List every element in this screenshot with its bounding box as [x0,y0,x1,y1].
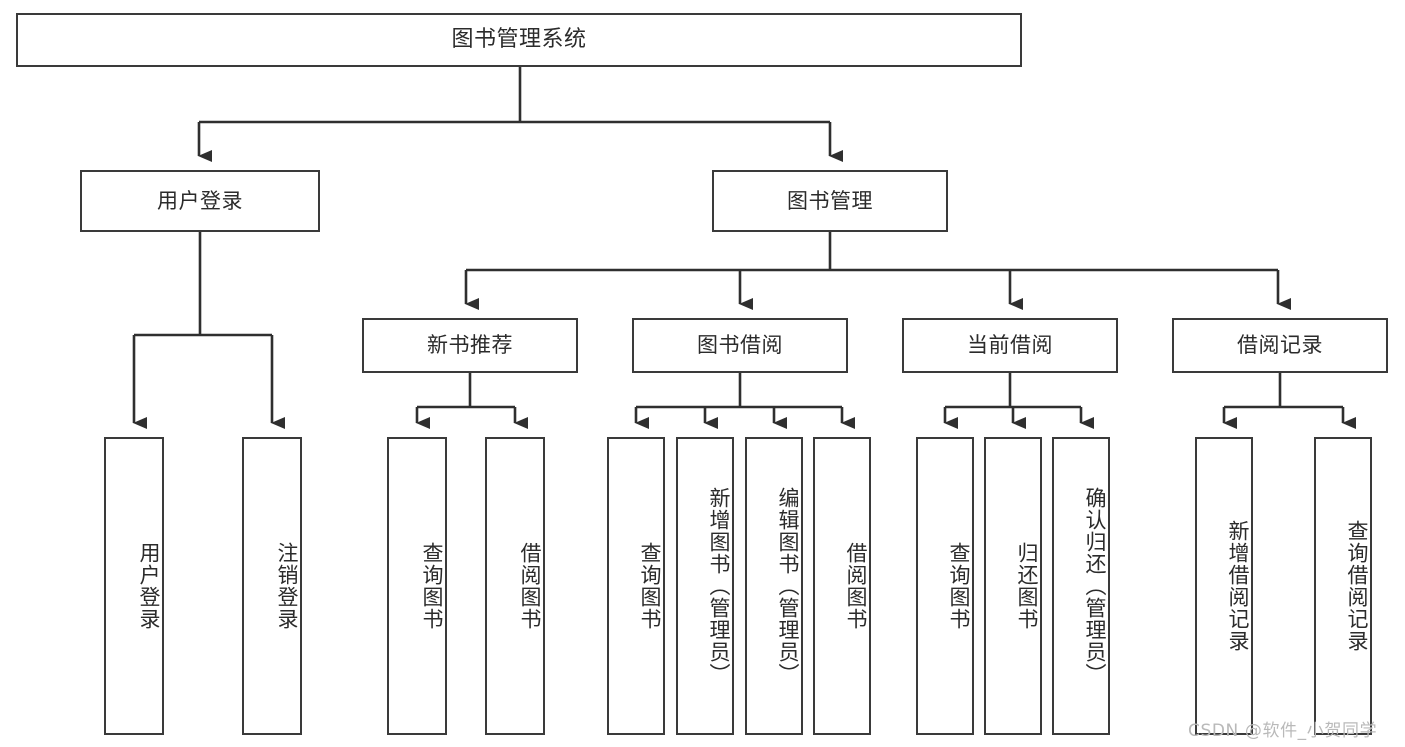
node-leaf-user-login[interactable]: 用户登录 [104,437,164,735]
node-leaf-logout-login-label: 注销登录 [275,542,299,630]
node-leaf-query-borrow-record-label: 查询借阅记录 [1345,520,1369,652]
node-leaf-borrow-book-1[interactable]: 借阅图书 [485,437,545,735]
node-leaf-add-borrow-record-label: 新增借阅记录 [1226,520,1250,652]
node-leaf-edit-book[interactable]: 编辑图书（管理员） [745,437,803,735]
node-current-borrow[interactable]: 当前借阅 [902,318,1118,373]
node-book-manage-label: 图书管理 [787,188,873,213]
node-current-borrow-label: 当前借阅 [967,333,1053,358]
node-leaf-query-book-2-label: 查询图书 [638,542,662,630]
node-leaf-borrow-book-2-label: 借阅图书 [844,542,868,630]
node-new-book-recommend-label: 新书推荐 [427,333,513,358]
node-new-book-recommend[interactable]: 新书推荐 [362,318,578,373]
node-leaf-query-book-1[interactable]: 查询图书 [387,437,447,735]
node-leaf-return-book[interactable]: 归还图书 [984,437,1042,735]
csdn-watermark: CSDN @软件_小贺同学 [1188,721,1378,741]
node-book-manage[interactable]: 图书管理 [712,170,948,232]
node-leaf-confirm-return-label: 确认归还（管理员） [1083,487,1107,685]
node-book-borrow-label: 图书借阅 [697,333,783,358]
node-leaf-query-book-2[interactable]: 查询图书 [607,437,665,735]
node-leaf-add-book[interactable]: 新增图书（管理员） [676,437,734,735]
node-user-login-label: 用户登录 [157,188,243,213]
node-leaf-query-book-3[interactable]: 查询图书 [916,437,974,735]
node-leaf-borrow-book-1-label: 借阅图书 [518,542,542,630]
node-leaf-add-borrow-record[interactable]: 新增借阅记录 [1195,437,1253,735]
node-root-label: 图书管理系统 [451,27,587,53]
node-user-login[interactable]: 用户登录 [80,170,320,232]
node-leaf-logout-login[interactable]: 注销登录 [242,437,302,735]
node-leaf-user-login-label: 用户登录 [137,542,161,630]
node-leaf-borrow-book-2[interactable]: 借阅图书 [813,437,871,735]
node-borrow-records-label: 借阅记录 [1237,333,1323,358]
node-leaf-confirm-return[interactable]: 确认归还（管理员） [1052,437,1110,735]
node-leaf-query-book-1-label: 查询图书 [420,542,444,630]
node-leaf-edit-book-label: 编辑图书（管理员） [776,487,800,685]
node-leaf-query-book-3-label: 查询图书 [947,542,971,630]
node-root[interactable]: 图书管理系统 [16,13,1022,67]
node-leaf-query-borrow-record[interactable]: 查询借阅记录 [1314,437,1372,735]
node-borrow-records[interactable]: 借阅记录 [1172,318,1388,373]
node-leaf-return-book-label: 归还图书 [1015,542,1039,630]
node-book-borrow[interactable]: 图书借阅 [632,318,848,373]
node-leaf-add-book-label: 新增图书（管理员） [707,487,731,685]
